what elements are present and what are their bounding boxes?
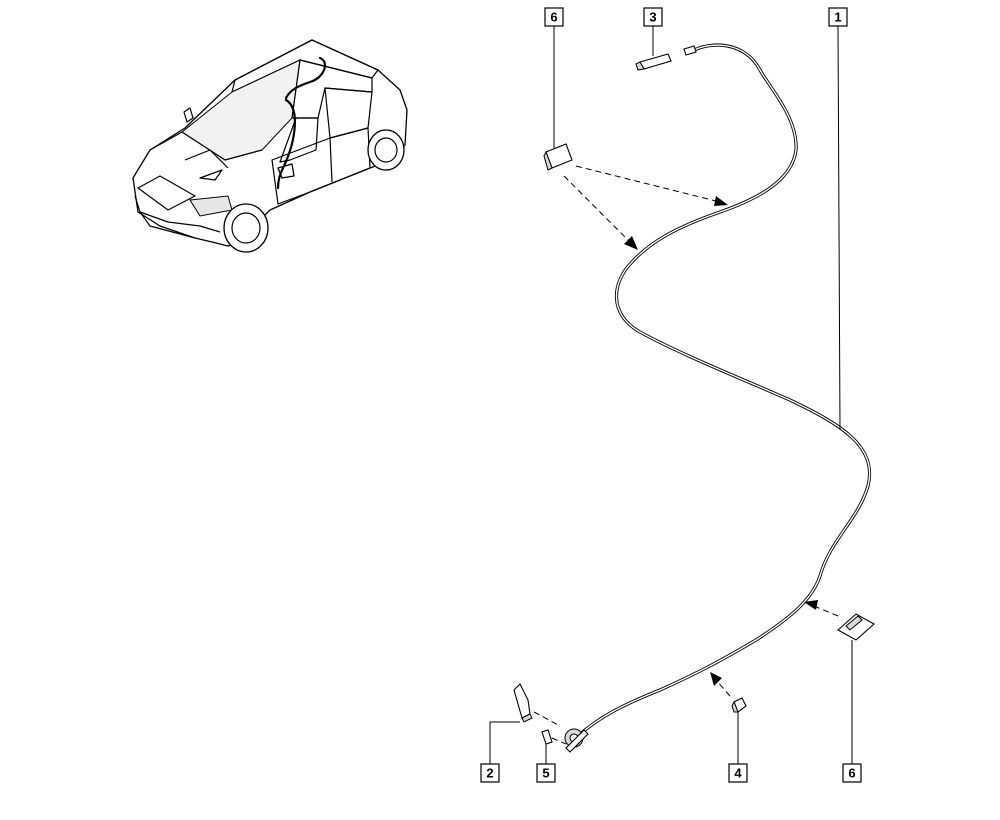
callout-3: 3 xyxy=(643,7,663,27)
svg-text:1: 1 xyxy=(834,10,841,25)
svg-text:6: 6 xyxy=(550,10,557,25)
callout-5: 5 xyxy=(536,763,556,783)
svg-text:4: 4 xyxy=(734,766,742,781)
svg-text:6: 6 xyxy=(848,766,855,781)
release-cable xyxy=(564,43,872,753)
part-3-clip xyxy=(635,26,672,71)
callout-1: 1 xyxy=(828,7,848,27)
part-2-bracket xyxy=(489,683,561,764)
callout-4: 4 xyxy=(728,763,748,783)
part-6-pad-bottom xyxy=(804,600,875,764)
car-illustration xyxy=(132,39,408,253)
callout-6-top: 6 xyxy=(544,7,564,27)
part-1-leader xyxy=(837,25,841,431)
part-5-screw xyxy=(541,729,567,764)
svg-text:3: 3 xyxy=(649,10,656,25)
callout-6-bottom: 6 xyxy=(842,763,862,783)
svg-text:2: 2 xyxy=(486,766,493,781)
part-4-grommet xyxy=(710,672,747,764)
callout-2: 2 xyxy=(480,763,500,783)
svg-text:5: 5 xyxy=(542,766,549,781)
part-6-pad-top xyxy=(543,26,728,250)
